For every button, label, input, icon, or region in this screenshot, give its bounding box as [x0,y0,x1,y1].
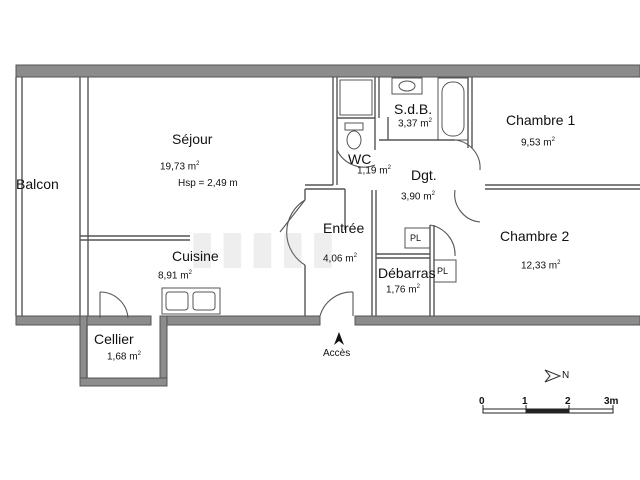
scale-label-2: 2 [565,396,571,407]
room-area-chambre1: 9,53 m2 [521,137,555,149]
room-name-chambre1: Chambre 1 [506,112,576,128]
room-name-balcon: Balcon [16,176,59,192]
room-area-entree: 4,06 m2 [323,253,357,265]
bathtub-icon [437,77,469,141]
exterior-walls [15,64,640,387]
room-name-debarras: Débarras [378,265,436,281]
room-area-wc: 1,19 m2 [357,165,391,177]
kitchen-sink-icon [161,287,221,315]
room-name-cellier: Cellier [94,331,134,347]
room-name-wc: WC [348,151,372,167]
room-area-dgt: 3,90 m2 [401,191,435,203]
room-name-sejour: Séjour [172,131,213,147]
north-arrow-icon [544,369,562,383]
room-area-debarras: 1,76 m2 [386,284,420,296]
room-name-chambre2: Chambre 2 [500,228,570,244]
north-label: N [562,370,570,381]
toilet-icon [344,122,364,131]
scale-bar [482,405,614,414]
scale-label-3m: 3m [604,396,619,407]
room-area-chambre2: 12,33 m2 [521,260,561,272]
shaft-label-pl-2: PL [437,266,449,276]
room-name-entree: Entrée [323,220,365,236]
washbasin-icon [391,77,423,95]
scale-label-1: 1 [522,396,528,407]
fixtures [161,77,469,315]
room-area-sdb: 3,37 m2 [398,118,432,130]
scale-label-0: 0 [479,396,485,407]
room-area-cuisine: 8,91 m2 [158,270,192,282]
door-swings [99,139,481,319]
room-name-dgt: Dgt. [411,167,437,183]
room-area-cellier: 1,68 m2 [107,351,141,363]
entrance-label: Accès [323,348,351,359]
room-hsp-sejour: Hsp = 2,49 m [178,178,238,189]
shaft-label-pl: PL [410,233,422,243]
room-name-sdb: S.d.B. [394,101,433,117]
entrance-arrow-icon [334,332,344,345]
watermark: ▮▮▮▮▮ [190,223,342,272]
room-area-sejour: 19,73 m2 [160,161,200,173]
room-name-cuisine: Cuisine [172,248,219,264]
